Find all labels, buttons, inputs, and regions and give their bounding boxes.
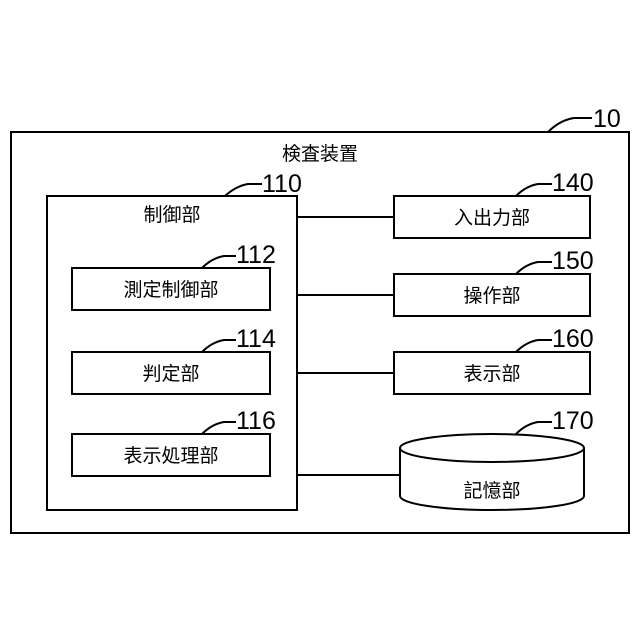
control-title: 制御部 [122, 204, 222, 226]
measure-control-ref-leader [202, 256, 236, 268]
judge-label: 判定部 [72, 363, 270, 385]
control-ref-leader [225, 184, 262, 196]
display-ref-number: 160 [552, 326, 594, 352]
operation-ref-number: 150 [552, 248, 594, 274]
display-process-ref-number: 116 [236, 408, 276, 434]
measure-control-ref-number: 112 [236, 242, 276, 268]
storage-label: 記憶部 [400, 480, 584, 502]
system-box [11, 132, 629, 533]
display-process-label: 表示処理部 [72, 445, 270, 467]
control-ref-number: 110 [262, 171, 302, 197]
operation-ref-leader [516, 262, 552, 274]
storage-cylinder-top [400, 434, 584, 462]
display-ref-leader [516, 340, 552, 352]
measure-control-label: 測定制御部 [72, 279, 270, 301]
system-title: 検査装置 [270, 143, 370, 165]
io-label: 入出力部 [394, 207, 590, 229]
storage-ref-number: 170 [552, 408, 594, 434]
system-ref-number: 10 [593, 106, 621, 132]
display-label: 表示部 [394, 363, 590, 385]
judge-ref-leader [202, 340, 236, 352]
judge-ref-number: 114 [236, 326, 276, 352]
io-ref-number: 140 [552, 170, 594, 196]
operation-label: 操作部 [394, 285, 590, 307]
io-ref-leader [516, 184, 552, 196]
system-ref-leader [548, 118, 592, 132]
display-process-ref-leader [202, 422, 236, 434]
storage-ref-leader [516, 422, 552, 434]
